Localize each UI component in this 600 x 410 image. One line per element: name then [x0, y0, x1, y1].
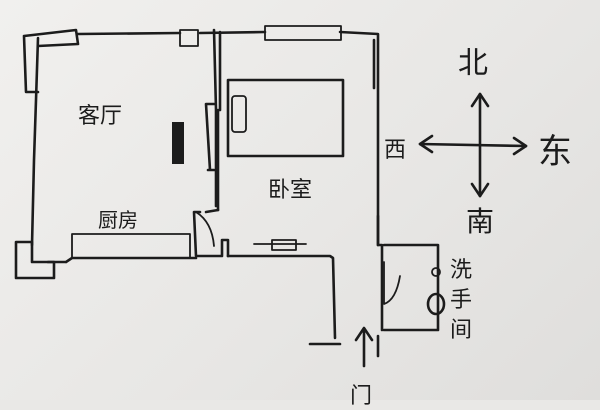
window-top — [179, 29, 199, 47]
north-arrowhead — [470, 92, 490, 108]
bed-pillow — [231, 95, 247, 133]
west-arrowhead — [418, 134, 434, 154]
kitchen-label: 厨房 — [98, 208, 138, 232]
compass-west-label: 西 — [384, 138, 407, 163]
entrance-label: 门 — [350, 384, 373, 409]
window-top-right — [264, 25, 342, 41]
compass-south-label: 南 — [466, 205, 495, 238]
south-arrowhead — [470, 182, 490, 198]
floor-plan-drawing — [14, 25, 528, 368]
exterior-wall — [30, 30, 440, 340]
compass-ew-line — [418, 142, 528, 148]
toilet — [426, 292, 446, 316]
kitchen-counter — [71, 233, 191, 259]
partition-wall — [204, 28, 222, 212]
door-swing — [195, 211, 215, 247]
bathroom-label: 洗手间 — [450, 258, 473, 343]
east-arrowhead — [512, 136, 528, 156]
entrance-wall — [308, 334, 380, 358]
living-room-label: 客厅 — [78, 104, 123, 129]
sink — [431, 267, 441, 277]
bedroom-window-bottom — [253, 239, 307, 251]
entrance-arrow — [354, 326, 374, 368]
compass-north-label: 北 — [458, 46, 488, 81]
compass-east-label: 东 — [538, 132, 572, 172]
bathroom-door — [383, 261, 401, 305]
column-bottom-left — [14, 240, 56, 280]
bed — [226, 78, 345, 158]
bedroom-label: 卧室 — [268, 178, 313, 203]
bedroom-wall — [192, 208, 230, 258]
right-wall-detail — [372, 38, 380, 247]
window-top-left — [22, 28, 80, 94]
tv-cabinet — [172, 122, 184, 164]
